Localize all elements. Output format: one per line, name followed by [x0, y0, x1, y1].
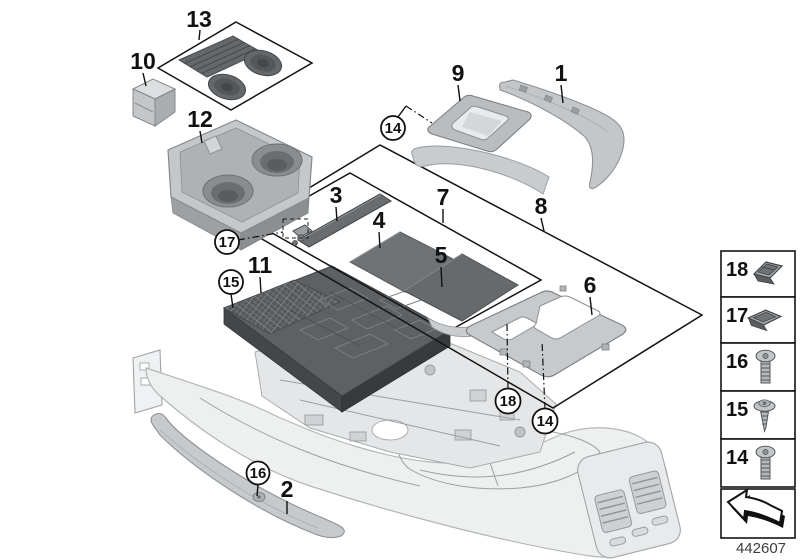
- callout-10[interactable]: 10: [130, 48, 156, 74]
- diagram-part-number: 442607: [736, 540, 786, 557]
- callout-9[interactable]: 9: [452, 60, 465, 86]
- circled-callout-17-label[interactable]: 17: [219, 234, 236, 251]
- circled-callout-18-label[interactable]: 18: [500, 393, 517, 410]
- leader-14-top-solid: [397, 105, 407, 118]
- legend-row-14-label[interactable]: 14: [726, 447, 749, 469]
- leader-13: [198, 29, 201, 41]
- legend-row-17-label[interactable]: 17: [726, 305, 748, 327]
- outline-box-part-13: [156, 21, 314, 111]
- part-12-cupholder-insert: [167, 119, 313, 251]
- leader-14-bottom-dashdot: [541, 340, 546, 410]
- clip-detail-dashed-box: [282, 218, 309, 239]
- spring-clip-icon: [752, 261, 784, 285]
- callout-13[interactable]: 13: [186, 6, 212, 32]
- circled-callout-14-bottom[interactable]: 14: [531, 407, 559, 435]
- part-6-decor-frame-rear: [465, 285, 627, 378]
- circled-callout-14-top[interactable]: 14: [380, 115, 406, 141]
- leader-1: [560, 84, 564, 104]
- callout-12[interactable]: 12: [187, 106, 213, 132]
- leader-lines: [142, 29, 593, 514]
- leader-6: [589, 296, 593, 316]
- callout-1[interactable]: 1: [555, 60, 568, 86]
- circled-callout-16-label[interactable]: 16: [250, 465, 267, 482]
- callout-8[interactable]: 8: [535, 193, 548, 219]
- callout-7[interactable]: 7: [437, 184, 450, 210]
- legend-row-15-label[interactable]: 15: [726, 399, 748, 421]
- rear-vent-panel: [577, 441, 681, 559]
- circled-callout-14-bottom-label[interactable]: 14: [537, 413, 554, 430]
- callout-3[interactable]: 3: [330, 182, 343, 208]
- legend-row-17[interactable]: 17: [720, 296, 796, 344]
- leader-9: [457, 84, 461, 102]
- circled-callout-18[interactable]: 18: [494, 387, 522, 415]
- part-13-cupholder-mat-set: [177, 35, 283, 101]
- part-3-mounting-rail: [282, 193, 392, 248]
- leader-3: [335, 206, 338, 222]
- callout-11[interactable]: 11: [248, 252, 273, 278]
- callout-2[interactable]: 2: [281, 476, 294, 502]
- callout-4[interactable]: 4: [373, 207, 386, 233]
- torx-screw-icon: [755, 349, 776, 384]
- part-9-gear-selector-frame: [411, 94, 550, 195]
- circled-callout-16[interactable]: 16: [245, 460, 271, 486]
- part-2-side-trim-blade: [150, 412, 345, 539]
- torx-screw-icon: [755, 445, 776, 480]
- leader-15: [230, 293, 234, 309]
- leader-12: [199, 130, 203, 144]
- part-1-decor-trim-strip: [499, 79, 625, 190]
- leader-16: [256, 484, 259, 497]
- circled-callout-15-label[interactable]: 15: [223, 274, 240, 291]
- leader-18-dashdot: [506, 323, 509, 390]
- legend-row-18[interactable]: 18: [720, 250, 796, 298]
- leader-8: [540, 217, 545, 232]
- leader-5: [440, 266, 443, 288]
- part-10-storage-box: [131, 78, 177, 127]
- legend-row-15[interactable]: 15: [720, 390, 796, 440]
- leader-4: [378, 231, 381, 249]
- spring-clip-icon: [746, 309, 783, 332]
- legend-row-16[interactable]: 16: [720, 342, 796, 392]
- direction-of-travel-box: [720, 487, 796, 539]
- circled-callout-14-top-label[interactable]: 14: [385, 120, 402, 137]
- self-tapping-screw-icon: [753, 399, 776, 433]
- fastener-legend: 18 17 16: [720, 250, 796, 557]
- leader-10: [142, 72, 147, 87]
- leader-11: [259, 276, 262, 294]
- circled-callout-17[interactable]: 17: [214, 229, 240, 255]
- callout-6[interactable]: 6: [584, 272, 597, 298]
- legend-row-18-label[interactable]: 18: [726, 259, 748, 281]
- legend-row-16-label[interactable]: 16: [726, 351, 748, 373]
- callout-labels: 1 9 13 10 12 3 4 7 8 5 6 11 2: [130, 6, 596, 502]
- callout-5[interactable]: 5: [435, 242, 448, 268]
- circled-callout-15[interactable]: 15: [218, 269, 244, 295]
- center-console-body: [132, 349, 681, 559]
- part-11-console-insert-tray: [222, 265, 452, 413]
- leader-14-top-dashdot: [405, 105, 433, 124]
- direction-of-travel-arrow-icon: [726, 487, 785, 528]
- legend-row-14[interactable]: 14: [720, 438, 796, 488]
